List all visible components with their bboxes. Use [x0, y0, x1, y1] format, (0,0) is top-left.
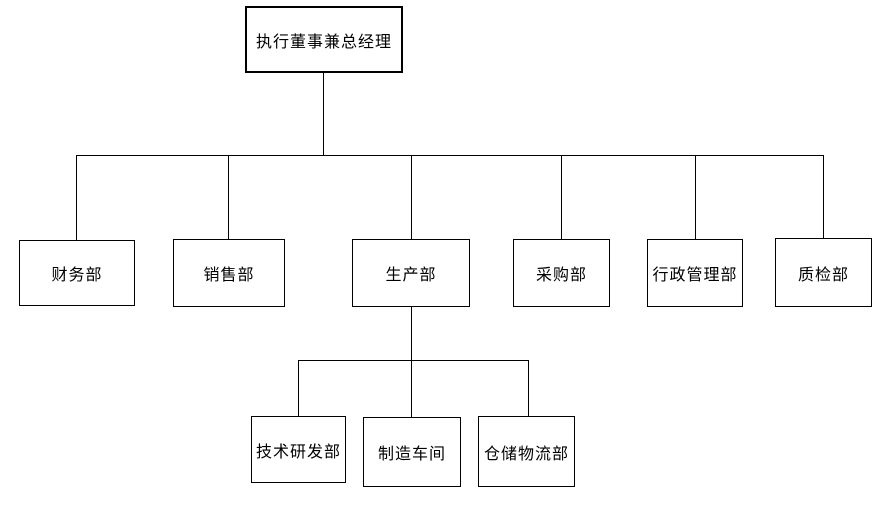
org-node-procurement-label: 采购部: [535, 267, 587, 284]
connector-drop-production: [411, 155, 412, 240]
connector-drop-qc: [823, 155, 824, 239]
connector-root-vertical: [323, 73, 324, 155]
connector-drop-admin: [695, 155, 696, 240]
org-node-production-label: 生产部: [385, 267, 437, 284]
connector-drop-logistics: [528, 360, 529, 416]
connector-level2-bus: [76, 155, 823, 156]
connector-production-vertical: [411, 307, 412, 360]
connector-drop-procurement: [561, 155, 562, 240]
connector-drop-rd: [298, 360, 299, 416]
org-node-rd: 技术研发部: [251, 416, 346, 483]
org-node-root: 执行董事兼总经理: [245, 6, 403, 73]
org-node-qc: 质检部: [775, 238, 872, 307]
org-node-finance-label: 财务部: [51, 267, 103, 284]
connector-drop-workshop: [411, 360, 412, 417]
org-node-production: 生产部: [352, 239, 470, 307]
org-node-rd-label: 技术研发部: [255, 443, 341, 461]
org-node-admin-label: 行政管理部: [652, 267, 738, 284]
org-node-procurement: 采购部: [513, 239, 610, 307]
org-node-admin: 行政管理部: [647, 239, 743, 307]
org-node-sales-label: 销售部: [203, 267, 255, 284]
org-node-sales: 销售部: [173, 239, 285, 307]
org-node-workshop: 制造车间: [363, 417, 461, 487]
org-node-finance: 财务部: [19, 240, 135, 306]
connector-drop-sales: [228, 155, 229, 240]
connector-level3-bus: [298, 360, 529, 361]
connector-drop-finance: [76, 155, 77, 240]
org-node-root-label: 执行董事兼总经理: [255, 33, 392, 51]
org-node-workshop-label: 制造车间: [377, 446, 446, 463]
org-node-logistics: 仓储物流部: [478, 416, 575, 487]
org-node-logistics-label: 仓储物流部: [483, 445, 569, 463]
org-node-qc-label: 质检部: [797, 266, 849, 284]
